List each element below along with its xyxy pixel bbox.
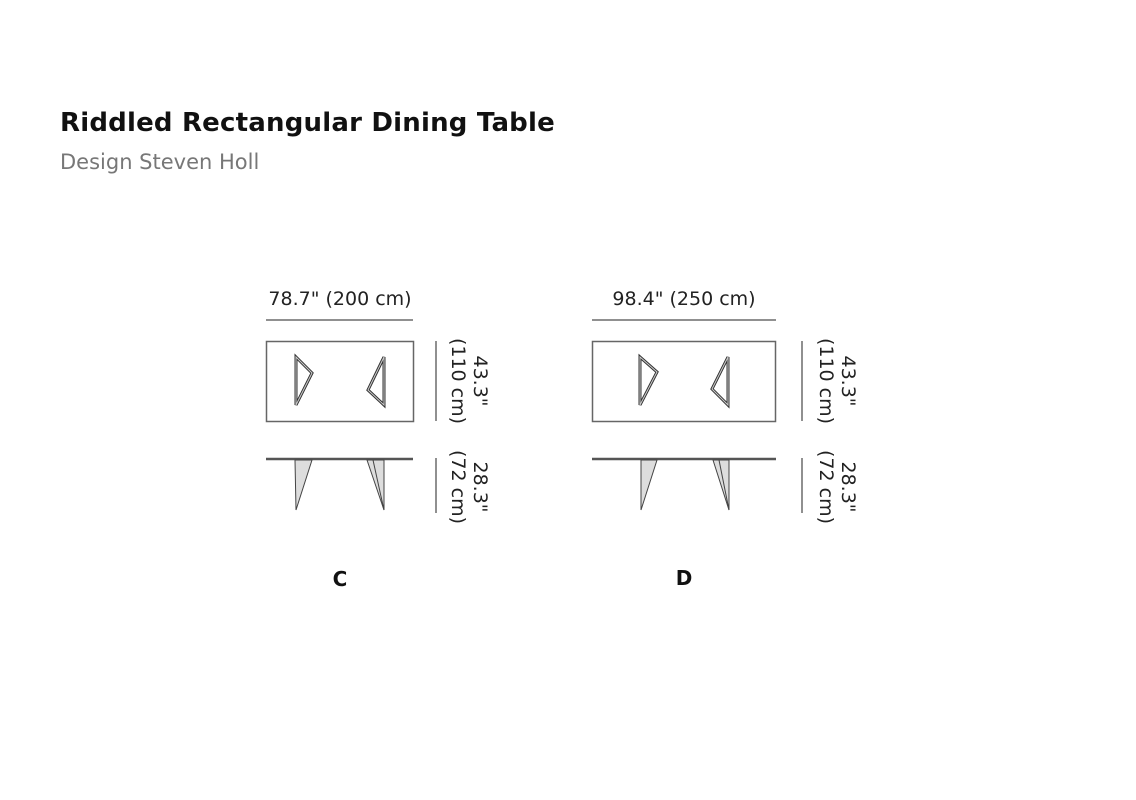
length-label: 98.4" (250 cm) <box>612 288 755 310</box>
table-leg <box>640 459 658 511</box>
page-title: Riddled Rectangular Dining Table <box>60 108 555 138</box>
width-in-label: 43.3" <box>837 355 859 406</box>
table-leg <box>712 459 730 511</box>
designer-credit: Design Steven Holl <box>60 150 260 174</box>
variant-d: 98.4" (250 cm) 43.3" (110 cm) 28.3" (72 … <box>591 288 859 590</box>
table-leg <box>366 459 385 511</box>
length-label: 78.7" (200 cm) <box>268 288 411 310</box>
height-cm-label: (72 cm) <box>815 450 837 524</box>
variant-label: D <box>676 566 693 590</box>
width-cm-label: (110 cm) <box>447 338 469 424</box>
height-in-label: 28.3" <box>469 461 491 512</box>
variant-c: 78.7" (200 cm) 43.3" (110 cm) 28.3" (72 … <box>265 288 491 591</box>
width-cm-label: (110 cm) <box>815 338 837 424</box>
table-leg <box>294 459 313 511</box>
table-top-view <box>591 340 777 423</box>
height-cm-label: (72 cm) <box>447 450 469 524</box>
height-in-label: 28.3" <box>837 461 859 512</box>
variant-label: C <box>333 567 348 591</box>
table-top-view <box>265 340 415 423</box>
width-in-label: 43.3" <box>469 355 491 406</box>
